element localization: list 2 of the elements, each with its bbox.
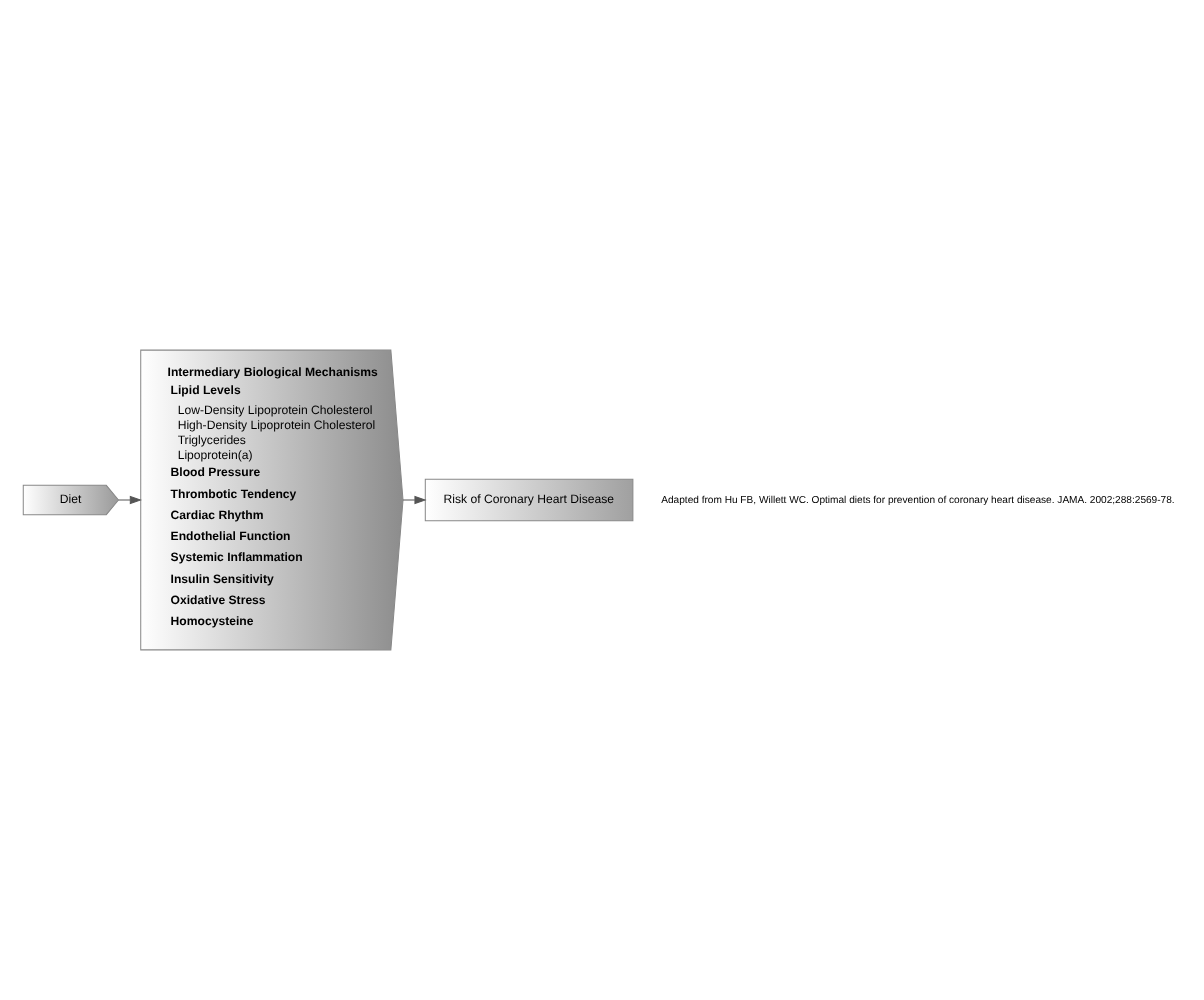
arrow [402, 495, 427, 505]
arrow [118, 495, 142, 505]
